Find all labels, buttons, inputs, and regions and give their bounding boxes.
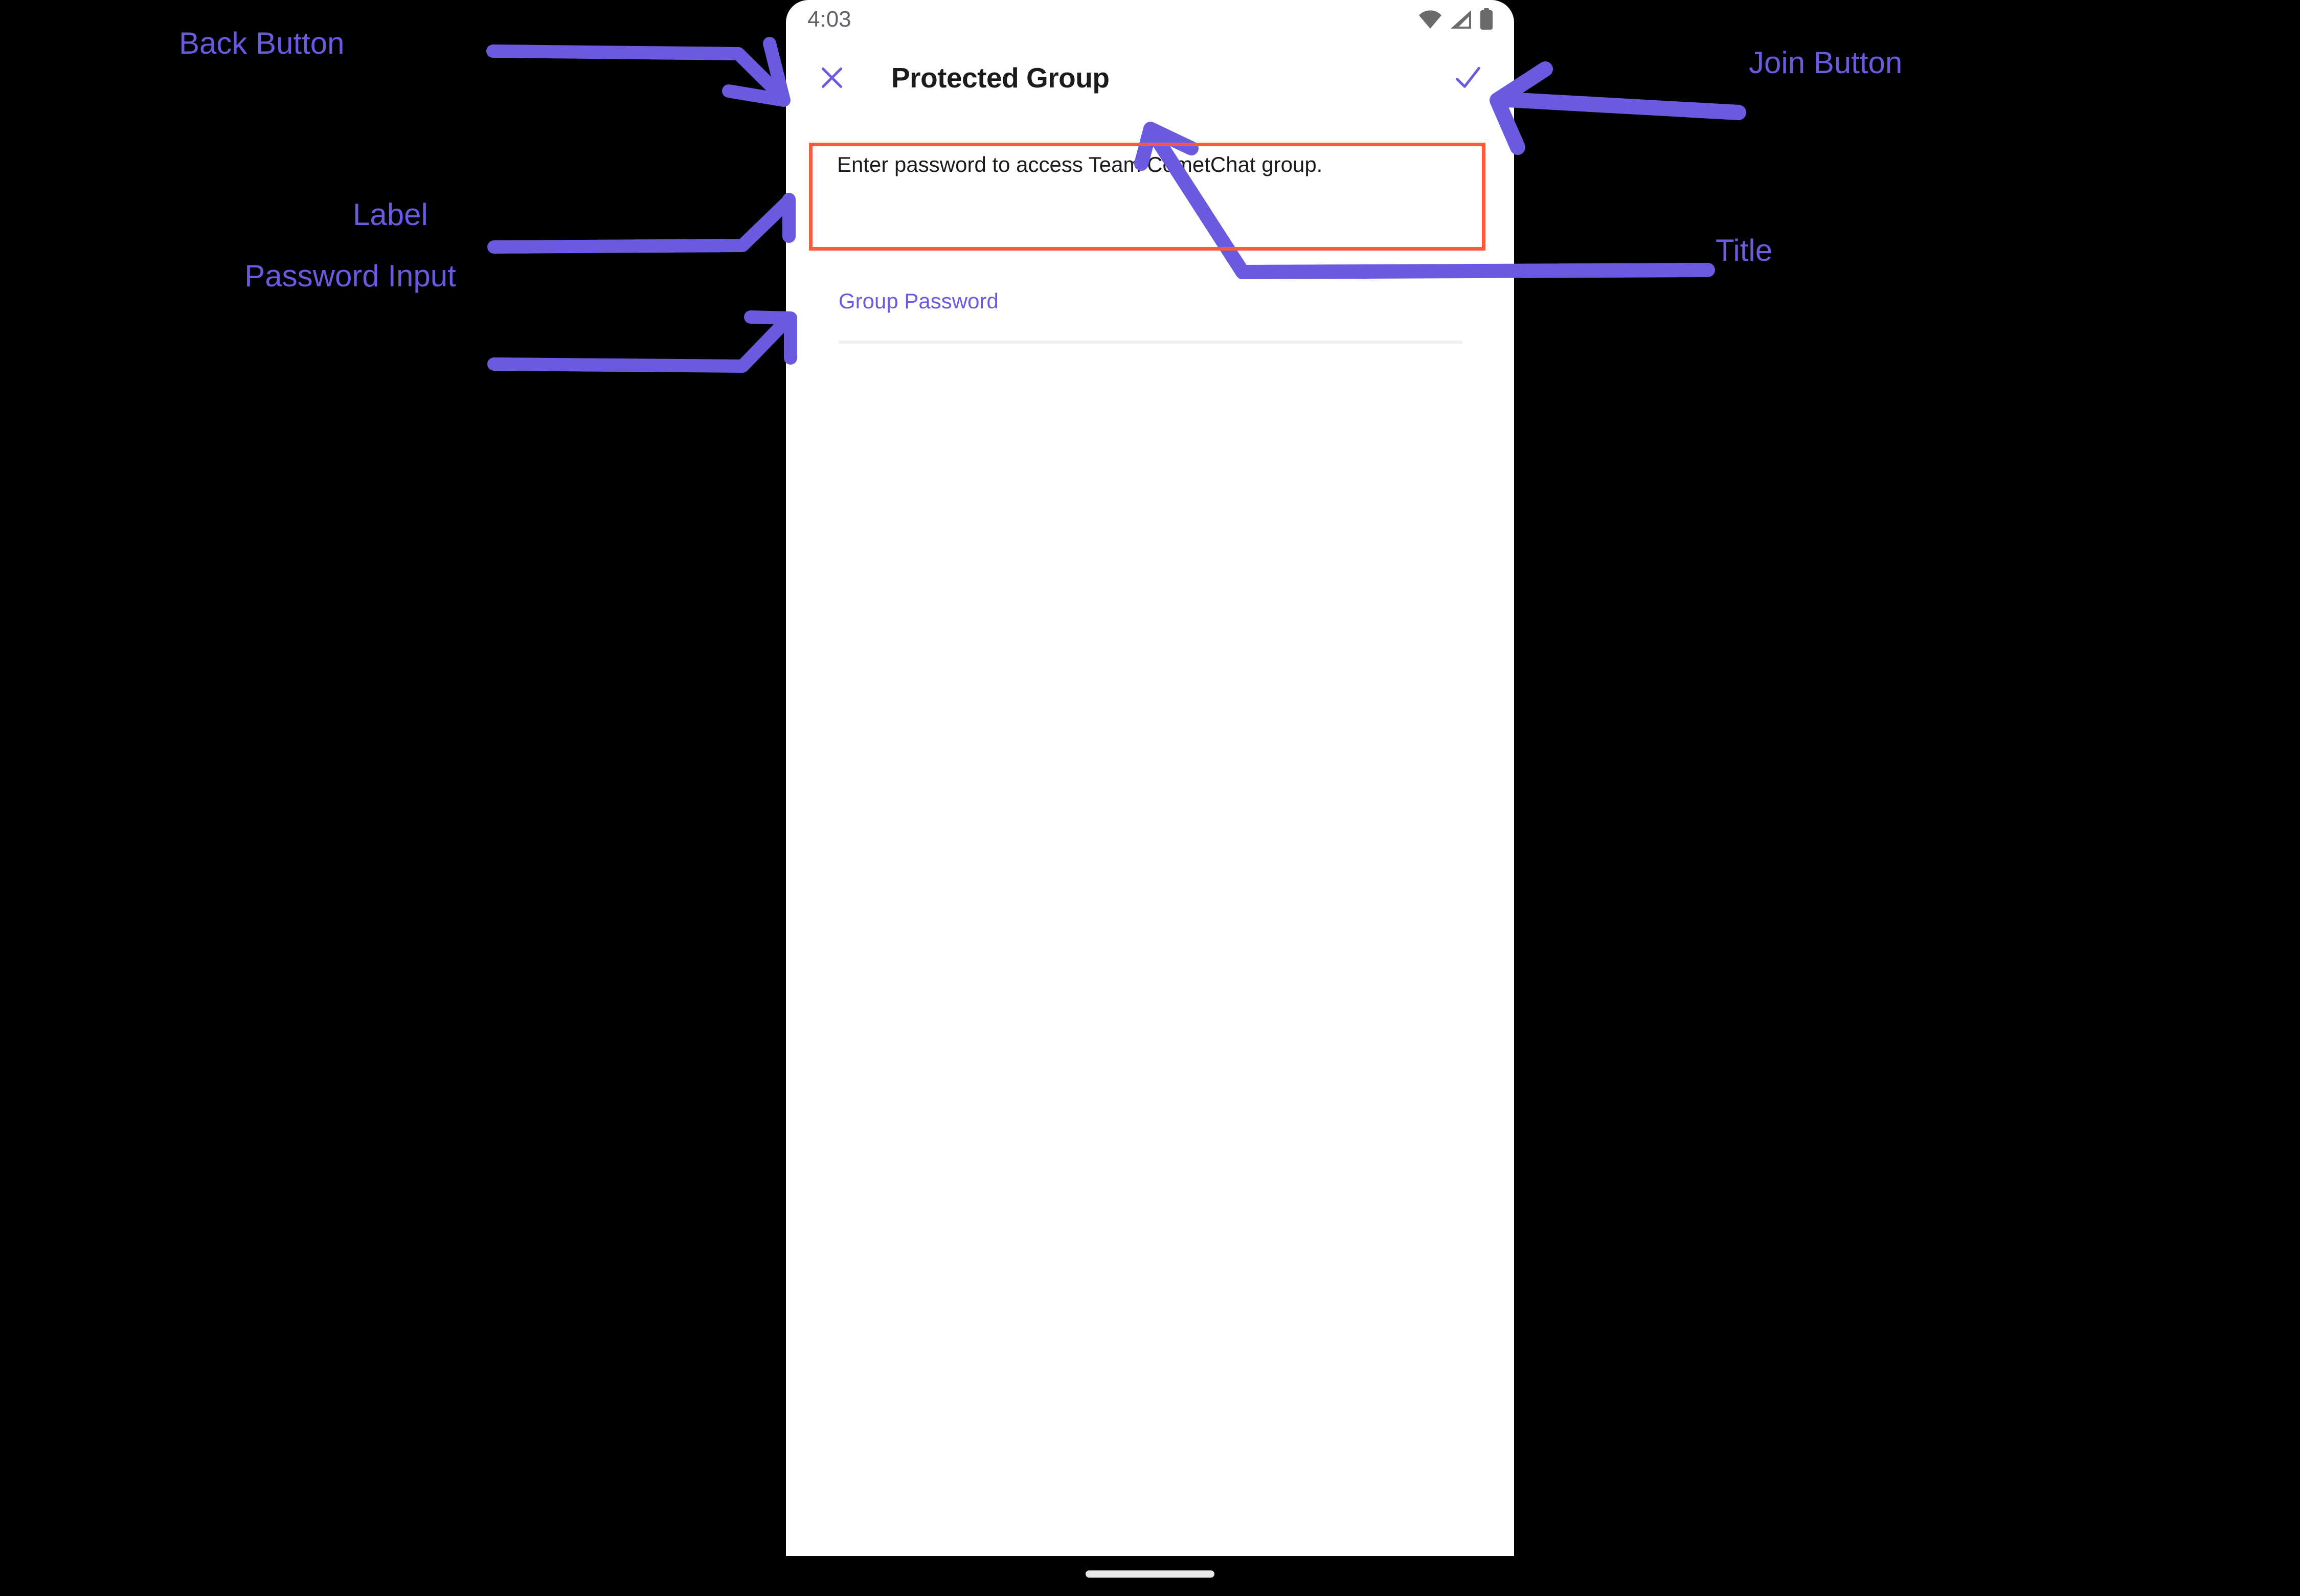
annotation-arrow-join	[1490, 61, 1746, 155]
status-bar: 4:03	[786, 0, 1514, 38]
navigation-bar-area	[786, 1556, 1514, 1596]
status-bar-icons	[1418, 8, 1494, 30]
annotation-label-join-button: Join Button	[1749, 46, 1903, 80]
join-button[interactable]	[1444, 53, 1493, 102]
back-button[interactable]	[807, 53, 856, 102]
annotation-label-back-button: Back Button	[179, 26, 345, 60]
annotation-label-password-input: Password Input	[244, 259, 456, 293]
close-icon	[822, 68, 842, 88]
password-label: Group Password	[839, 289, 999, 313]
password-input[interactable]	[839, 339, 1462, 344]
annotation-arrow-label	[487, 193, 796, 254]
annotation-label-label: Label	[353, 197, 428, 232]
annotation-arrow-back	[486, 37, 791, 107]
cell-signal-icon	[1451, 10, 1471, 29]
gesture-home-bar[interactable]	[1086, 1570, 1214, 1578]
battery-icon	[1480, 8, 1493, 30]
wifi-icon	[1419, 10, 1441, 29]
check-icon	[1456, 66, 1480, 88]
status-bar-clock: 4:03	[807, 7, 851, 32]
annotation-label-title: Title	[1716, 233, 1773, 267]
app-bar: Protected Group	[786, 46, 1514, 107]
description-highlight-box	[809, 143, 1485, 251]
page-title: Protected Group	[891, 62, 1110, 94]
annotation-arrow-password-input	[487, 310, 797, 373]
password-field-group: Group Password	[839, 286, 1462, 344]
